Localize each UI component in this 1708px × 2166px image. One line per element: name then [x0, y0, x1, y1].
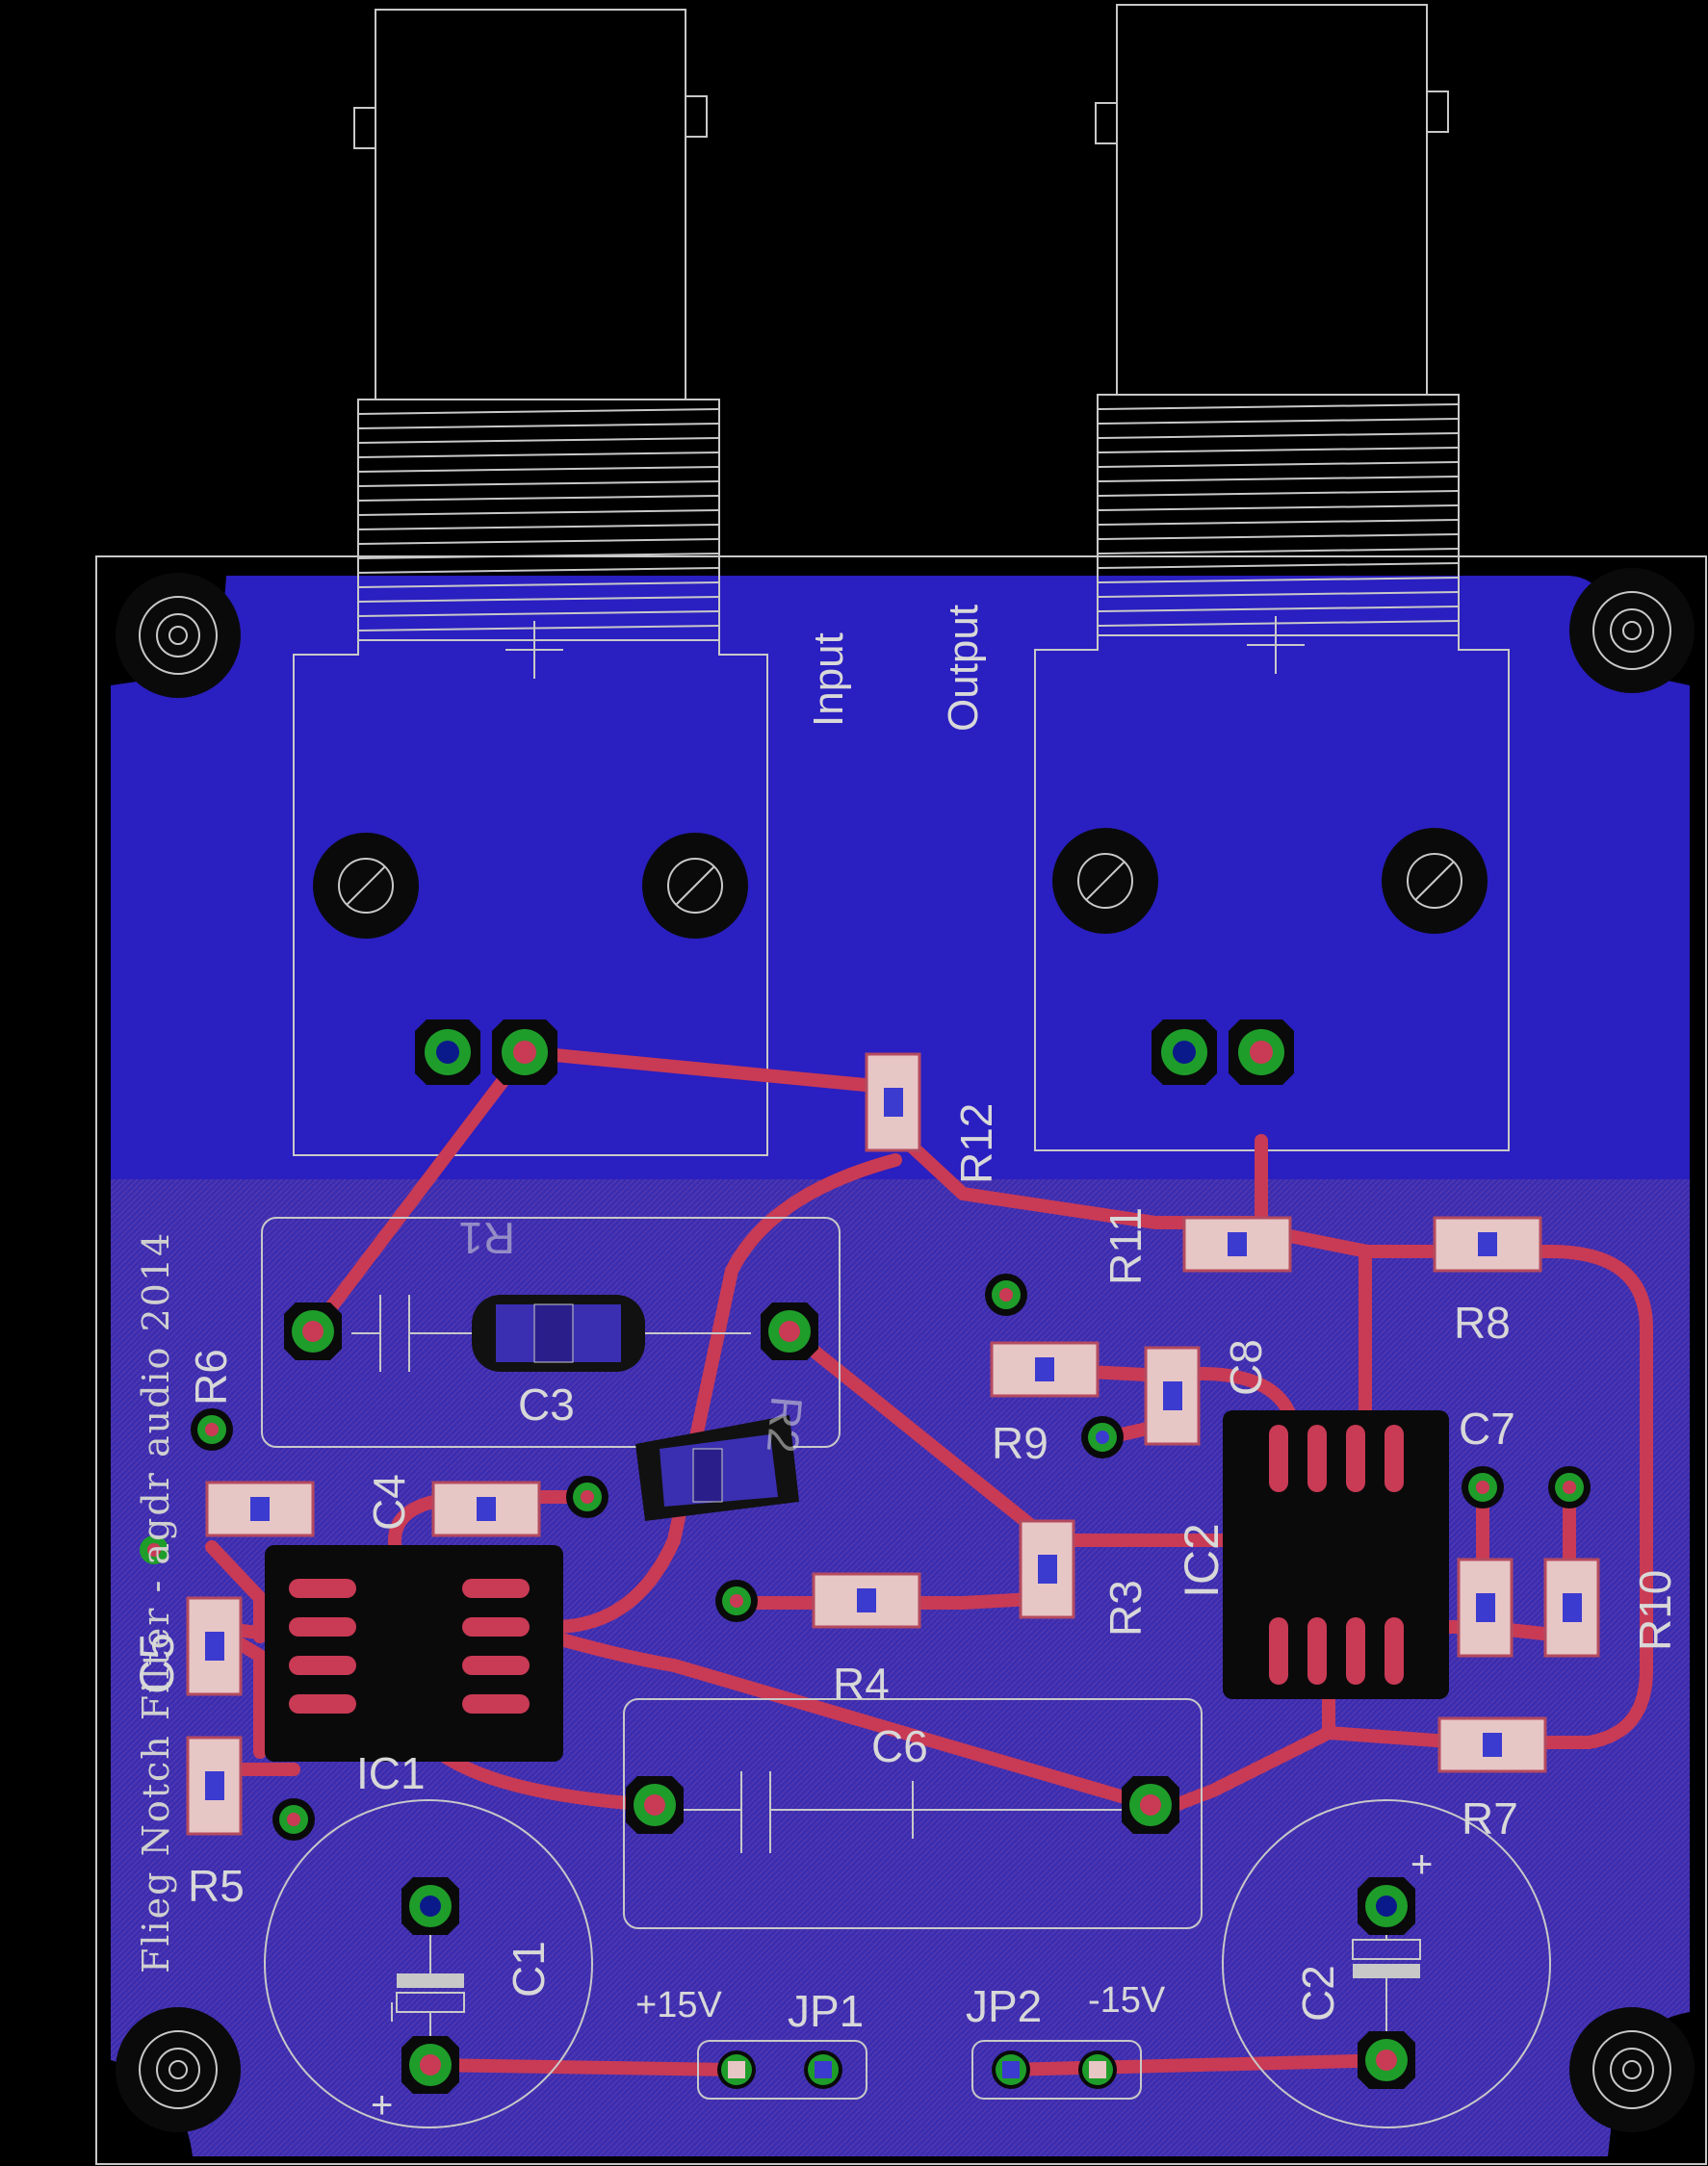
c4-smd: [431, 1481, 541, 1537]
r11-label: R11: [1100, 1207, 1151, 1285]
c1-label: C1: [504, 1941, 554, 1998]
mounting-hole: [313, 828, 1488, 939]
c2-label: C2: [1293, 1965, 1343, 2022]
r9-label: R9: [992, 1418, 1048, 1468]
board-title-text: Flieg Notch Filter - agdr audio 2014: [135, 1231, 177, 1973]
r2-label: R2: [758, 1394, 813, 1455]
vias: [140, 1274, 1591, 1841]
r11-smd: [1182, 1216, 1292, 1273]
r10-label: R10: [1630, 1570, 1680, 1651]
c7-smd: [1457, 1558, 1514, 1658]
input-label: Input: [805, 632, 852, 727]
ic1-footprint: [265, 1545, 563, 1762]
c6-outline: [623, 1698, 1203, 1929]
c3-label: C3: [518, 1380, 575, 1430]
r6-label: R6: [186, 1349, 236, 1405]
smd-pads: [186, 1052, 1600, 1836]
c7-label: C7: [1459, 1404, 1515, 1454]
bnc-output-connector: [1034, 4, 1510, 1151]
c5-smd: [186, 1596, 243, 1696]
output-label: Output: [940, 605, 987, 732]
r4-smd: [812, 1572, 921, 1629]
c1-outline: [264, 1799, 593, 2128]
ic2-label: IC2: [1175, 1523, 1229, 1598]
jp1-outline: [697, 2040, 867, 2100]
through-hole-pads: [284, 1019, 1415, 2094]
minus15-label: -15V: [1088, 1980, 1166, 2021]
r1-resistor: [472, 1295, 645, 1372]
r3-smd: [1019, 1519, 1075, 1619]
c3-outline: [261, 1217, 841, 1448]
jp2-outline: [971, 2040, 1142, 2100]
ic2-footprint: [1223, 1410, 1449, 1699]
r12-smd: [865, 1052, 921, 1152]
r5-smd: [186, 1736, 243, 1836]
r7-smd: [1437, 1716, 1547, 1773]
r7-label: R7: [1462, 1793, 1518, 1844]
r2-resistor: [635, 1415, 799, 1521]
corner-mounting-hole: [116, 568, 1695, 2132]
c8-smd: [1144, 1346, 1201, 1446]
r4-label: R4: [833, 1659, 890, 1709]
bnc-input-connector: [293, 9, 768, 1156]
r9-smd: [990, 1341, 1100, 1398]
plus15-label: +15V: [635, 1985, 722, 2025]
r12-label: R12: [951, 1103, 1001, 1184]
r10-smd: [1543, 1558, 1600, 1658]
c4-label: C4: [364, 1474, 414, 1531]
r8-label: R8: [1454, 1298, 1511, 1348]
c1-plus-sign: +: [371, 2084, 393, 2127]
board-outline: [95, 555, 1707, 2165]
c2-outline: [1222, 1799, 1551, 2128]
c6-label: C6: [871, 1721, 928, 1771]
r5-label: R5: [188, 1861, 245, 1911]
c5-label: C5: [130, 1633, 184, 1694]
r8-smd: [1433, 1216, 1542, 1273]
ic1-label: IC1: [356, 1748, 426, 1798]
c2-plus-sign: +: [1410, 1844, 1433, 1886]
r3-label: R3: [1100, 1580, 1151, 1637]
jp1-label: JP1: [788, 1986, 864, 2036]
r6-c4-smd: [205, 1481, 315, 1537]
r1-label: R1: [458, 1213, 515, 1263]
c8-label: C8: [1221, 1339, 1271, 1396]
jp2-label: JP2: [966, 1981, 1042, 2031]
